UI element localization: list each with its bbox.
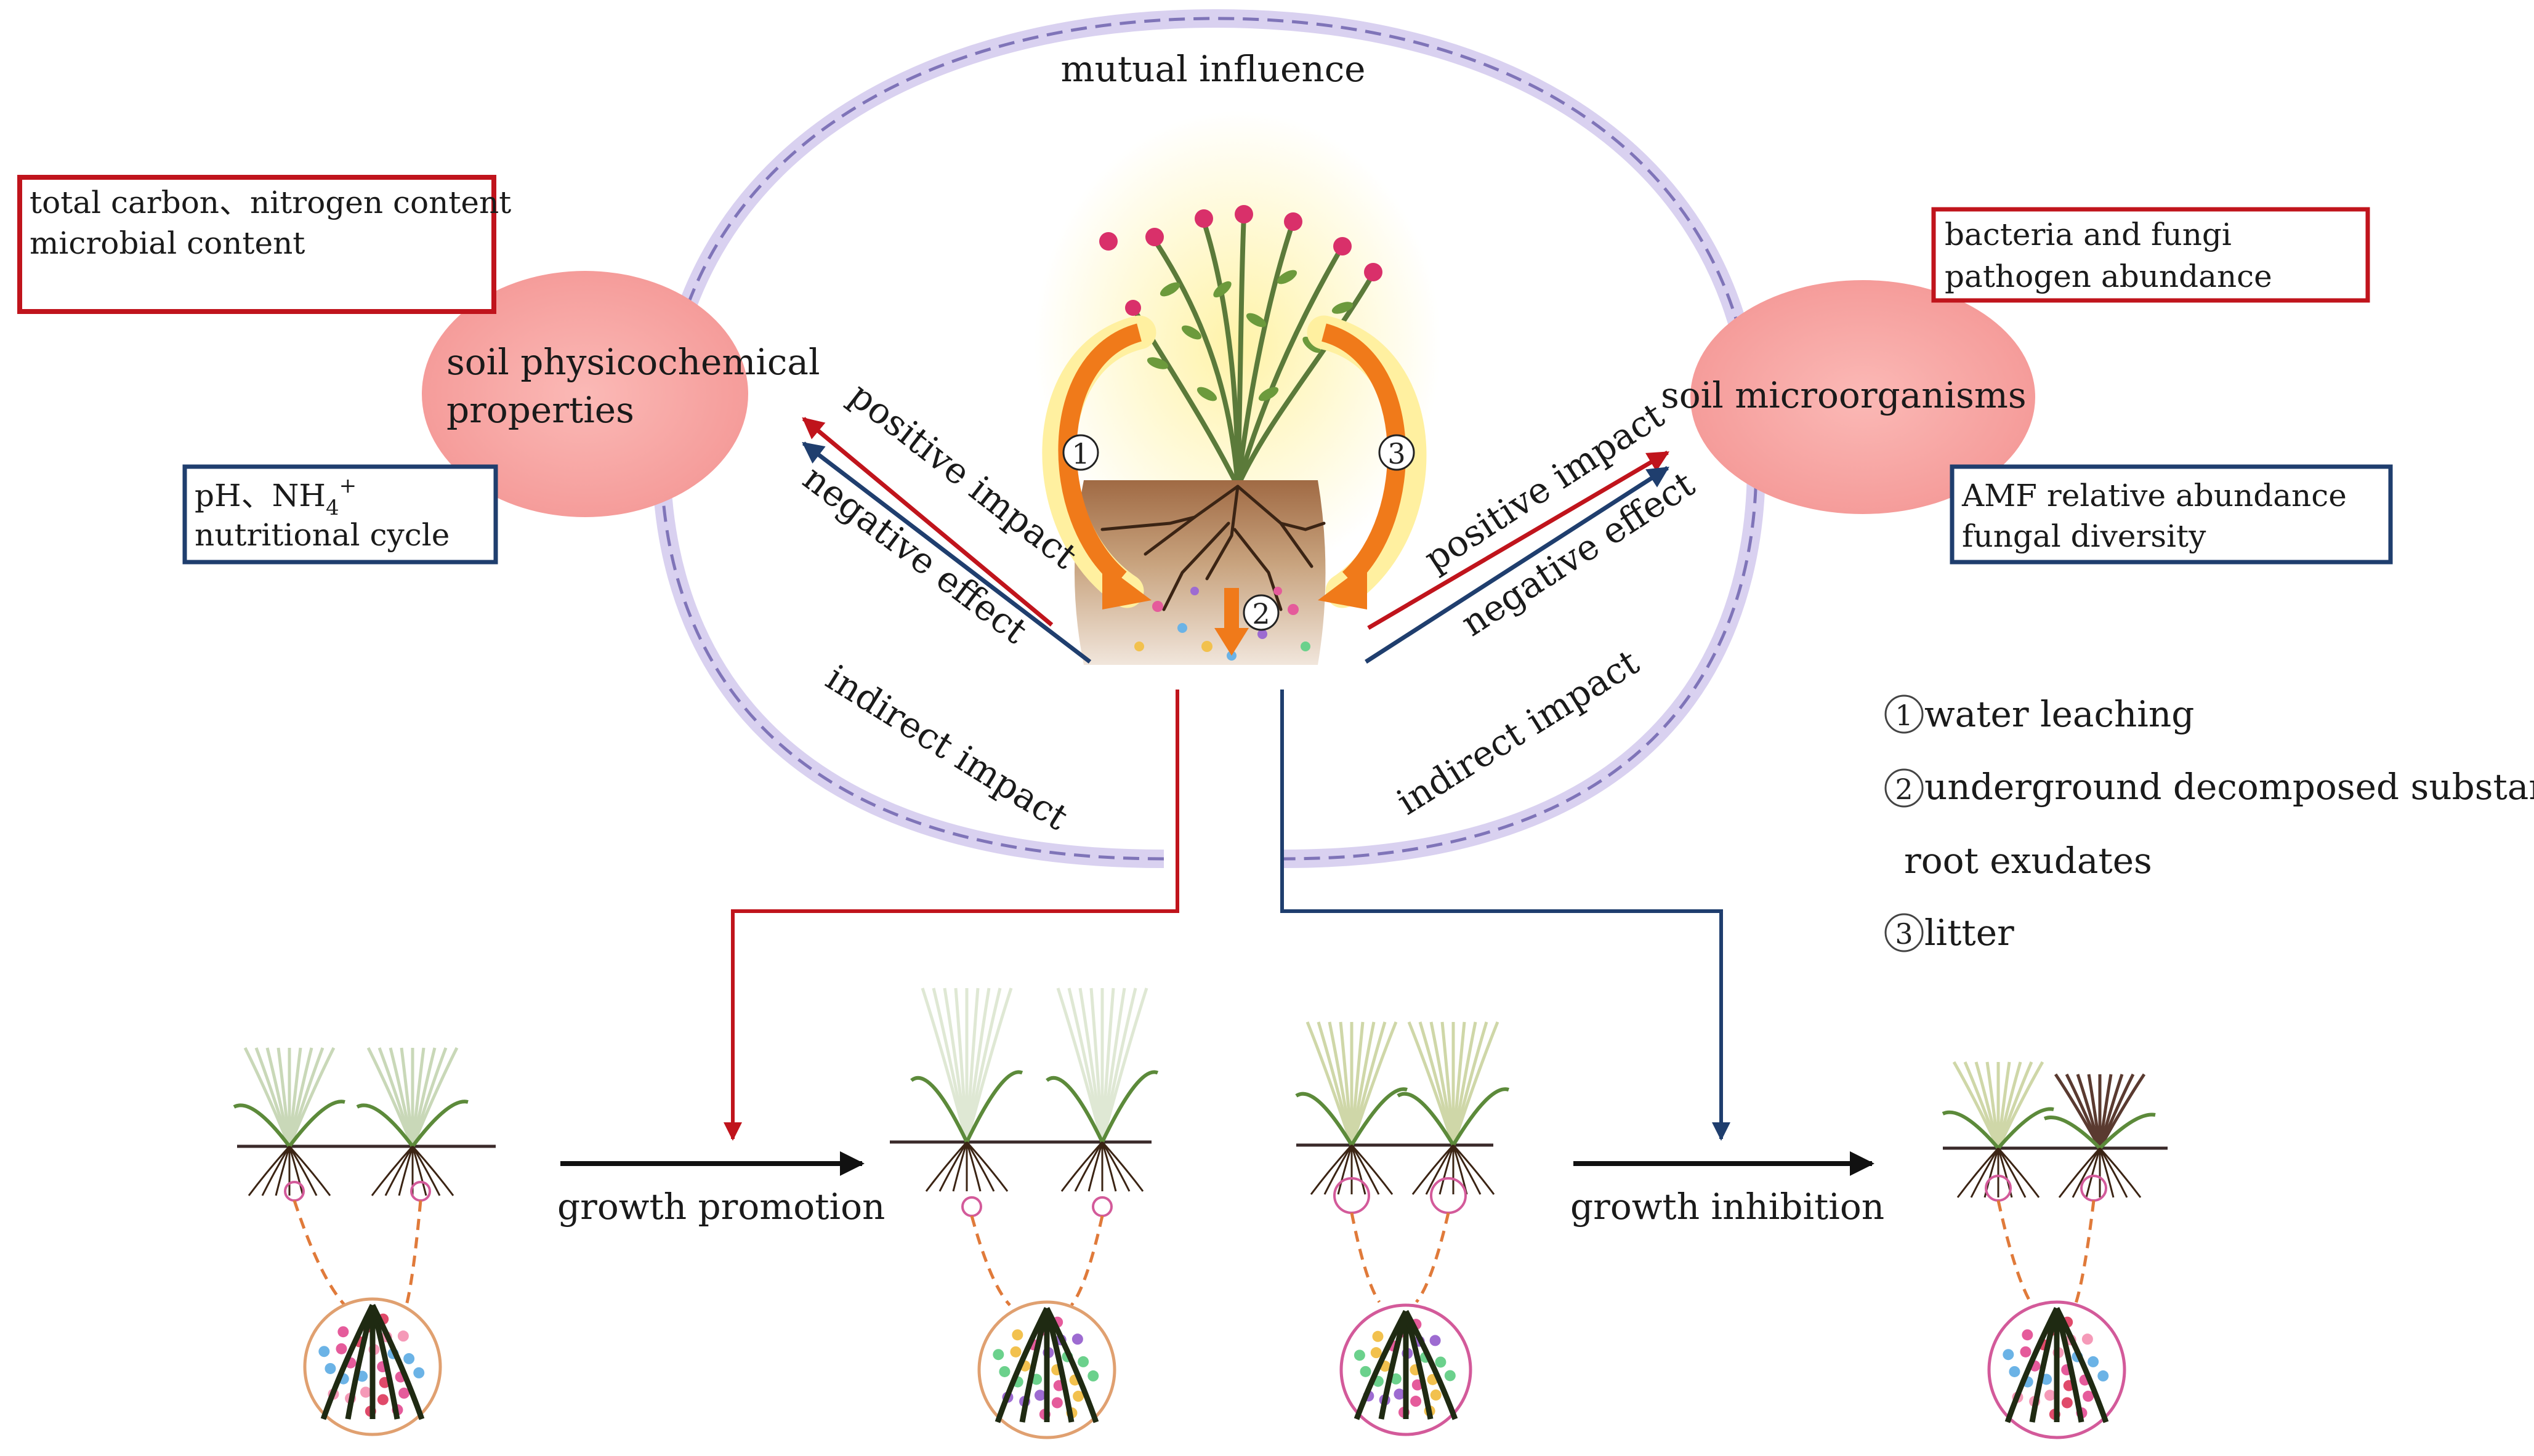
- marker-3-label: 3: [1387, 437, 1405, 470]
- legend-num-1: 1: [1895, 699, 1913, 732]
- inhibition-connector: [1280, 690, 1730, 1141]
- soil-microorganisms-label: soil microorganisms: [1661, 374, 2027, 416]
- grass-plant-icon: [1295, 1021, 1408, 1195]
- nh4-subscript: 4: [326, 496, 339, 520]
- dashed-connector: [2073, 1200, 2096, 1306]
- marker-2-label: 2: [1252, 597, 1270, 630]
- grass-plant-icon: [1942, 1061, 2054, 1198]
- legend-num-2: 2: [1895, 773, 1913, 806]
- legend-item-2b: root exudates: [1904, 840, 2152, 882]
- soil-microorganisms-box-top: [1931, 207, 2370, 303]
- box-top-left-line-2: microbial content: [30, 225, 305, 261]
- root-circle-icon: [303, 1297, 442, 1436]
- dashed-connector: [1996, 1200, 2034, 1306]
- root-circle-icon: [1339, 1303, 1472, 1436]
- root-circle-icon: [1987, 1300, 2126, 1439]
- left-indirect-label: indirect impact: [819, 656, 1076, 839]
- box-bottom-left-line-1: pH、NH4+: [195, 473, 357, 520]
- dashed-connector: [293, 1200, 346, 1306]
- legend-item-2: underground decomposed substances: [1924, 766, 2534, 808]
- marker-2: 2: [1243, 594, 1280, 631]
- box-top-right-line-1: bacteria and fungi: [1945, 217, 2232, 252]
- right-positive-arrow: [1367, 450, 1670, 630]
- nh4-superscript: +: [339, 473, 357, 498]
- left-negative-arrow: [802, 441, 1092, 664]
- dashed-connector: [1070, 1215, 1104, 1306]
- legend: 1 water leaching 2 underground decompose…: [1884, 693, 2534, 954]
- right-indirect-label: indirect impact: [1389, 641, 1646, 823]
- box-bottom-right-line-2: fungal diversity: [1962, 518, 2206, 554]
- legend-num-3: 3: [1895, 917, 1913, 951]
- dashed-connector: [970, 1215, 1011, 1306]
- growth-inhibition-label: growth inhibition: [1570, 1186, 1884, 1228]
- grass-plant-icon: [1046, 987, 1159, 1192]
- box-bottom-right-line-1: AMF relative abundance: [1961, 478, 2347, 513]
- bottom-scenes: [233, 987, 2168, 1439]
- flowering-plant-icon: [1035, 111, 1441, 579]
- marker-1-label: 1: [1071, 437, 1089, 470]
- left-positive-arrow: [802, 417, 1054, 627]
- growth-promotion-label: growth promotion: [557, 1186, 885, 1228]
- promotion-connector: [724, 690, 1179, 1141]
- mutual-influence-ellipse: [652, 9, 1765, 868]
- soil-microorganisms-box-bottom: [1950, 464, 2393, 565]
- ph-nh4-text: pH、NH: [195, 478, 326, 513]
- marker-3: 3: [1378, 434, 1415, 471]
- decomposition-arrow: [1214, 588, 1249, 656]
- box-top-right-line-2: pathogen abundance: [1945, 259, 2272, 294]
- grass-plant-icon: [1397, 1021, 1509, 1195]
- root-circle-icon: [977, 1300, 1116, 1439]
- marker-1: 1: [1062, 434, 1099, 471]
- grass-plant-icon: [233, 1047, 345, 1196]
- grass-plant-icon: [356, 1047, 469, 1196]
- box-bottom-left-line-2: nutritional cycle: [195, 517, 450, 553]
- legend-item-3: litter: [1924, 912, 2014, 954]
- soil-physicochemical-box-top: [17, 175, 496, 314]
- dashed-connector: [405, 1200, 422, 1306]
- legend-item-1: water leaching: [1924, 693, 2194, 735]
- dashed-connector: [1415, 1212, 1450, 1303]
- right-negative-arrow: [1365, 466, 1669, 664]
- soil-physicochemical-box-bottom: [182, 464, 498, 565]
- soil-physicochemical-label-1: soil physicochemical: [446, 341, 820, 383]
- grass-plant-icon: [910, 987, 1023, 1192]
- box-top-left-line-1: total carbon、nitrogen content: [30, 185, 511, 220]
- soil-physicochemical-label-2: properties: [446, 389, 634, 431]
- title-mutual-influence: mutual influence: [1060, 48, 1365, 90]
- soil-microorganisms-ellipse: [1690, 280, 2035, 514]
- dashed-connector: [1350, 1212, 1381, 1303]
- soil-physicochemical-ellipse: [422, 271, 748, 517]
- grass-plant-icon: [2043, 1073, 2156, 1198]
